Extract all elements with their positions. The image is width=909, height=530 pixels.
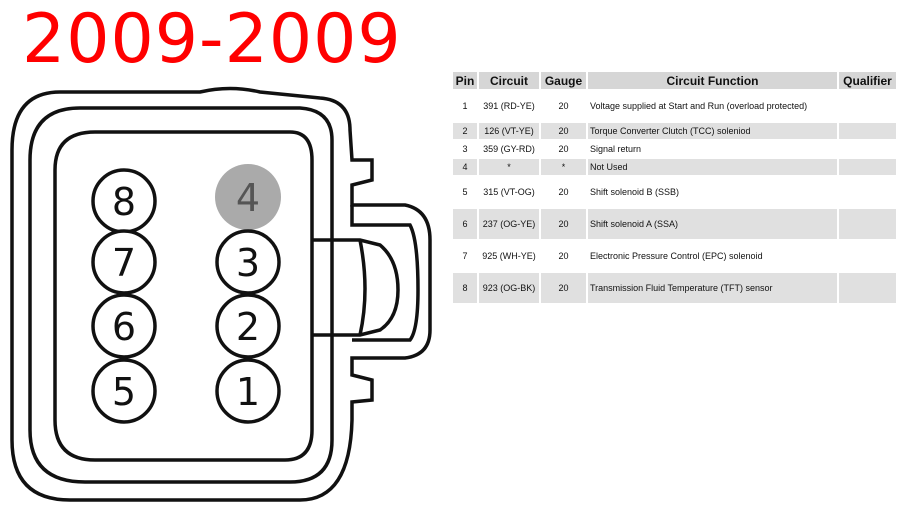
pin-label: 1 (236, 370, 260, 414)
cell-pin: 1 (462, 101, 468, 111)
pin-label: 6 (112, 305, 136, 349)
cell-pin: 4 (453, 159, 477, 175)
pin-1-cavity (215, 358, 281, 424)
cell-qualifier (839, 159, 896, 175)
cell-function: Transmission Fluid Temperature (TFT) sen… (588, 273, 837, 303)
pin-2-cavity (215, 293, 281, 359)
table-row: 5 315 (VT-OG) 20 Shift solenoid B (SSB) (453, 177, 896, 207)
cell-function: Signal return (590, 144, 642, 154)
cell-function (588, 305, 837, 319)
pin-label: 3 (236, 241, 260, 285)
header-gauge: Gauge (541, 72, 586, 89)
cell-qualifier (839, 177, 896, 207)
cell-pin: 3 (462, 144, 468, 154)
cell-circuit: * (479, 159, 539, 175)
pin-label: 7 (112, 241, 136, 285)
pin-5-cavity (91, 358, 157, 424)
table-row: 3 359 (GY-RD) 20 Signal return (453, 141, 896, 157)
cell-pin: 7 (462, 251, 468, 261)
table-row (453, 305, 896, 319)
cell-pin: 5 (462, 187, 468, 197)
cell-qualifier (839, 91, 896, 121)
cell-pin (453, 305, 477, 319)
cell-pin: 2 (453, 123, 477, 139)
cell-qualifier (839, 141, 896, 157)
cell-gauge: * (541, 159, 586, 175)
header-function: Circuit Function (588, 72, 837, 89)
pin-3-cavity (215, 229, 281, 295)
header-pin: Pin (453, 72, 477, 89)
cell-function: Shift solenoid A (SSA) (588, 209, 837, 239)
pin-7-cavity (91, 229, 157, 295)
cell-gauge (541, 305, 586, 319)
cell-function: Torque Converter Clutch (TCC) soleniod (588, 123, 837, 139)
pin-label: 4 (236, 176, 260, 220)
cell-circuit (479, 305, 539, 319)
cell-pin: 6 (453, 209, 477, 239)
pin-6-cavity (91, 293, 157, 359)
cell-circuit: 359 (GY-RD) (483, 144, 535, 154)
pin-label: 2 (236, 305, 260, 349)
cell-pin: 8 (453, 273, 477, 303)
cell-gauge: 20 (541, 209, 586, 239)
cell-gauge: 20 (558, 251, 569, 261)
table-row: 4**Not Used (453, 159, 896, 175)
cell-function: Not Used (588, 159, 837, 175)
cell-qualifier (839, 123, 896, 139)
cell-circuit: 126 (VT-YE) (479, 123, 539, 139)
cell-function: Shift solenoid B (SSB) (590, 187, 680, 197)
cell-circuit: 237 (OG-YE) (479, 209, 539, 239)
connector-diagram: 8 4 7 3 6 2 5 1 (10, 86, 432, 502)
cell-circuit: 923 (OG-BK) (479, 273, 539, 303)
pinout-table: Pin Circuit Gauge Circuit Function Quali… (451, 70, 898, 321)
cell-gauge: 20 (558, 101, 569, 111)
year-range-title: 2009-2009 (22, 0, 402, 79)
cell-function: Voltage supplied at Start and Run (overl… (590, 101, 808, 111)
cell-gauge: 20 (558, 144, 569, 154)
header-circuit: Circuit (479, 72, 539, 89)
cell-qualifier (839, 273, 896, 303)
header-qualifier: Qualifier (839, 72, 896, 89)
table-header: Pin Circuit Gauge Circuit Function Quali… (453, 72, 896, 89)
cell-qualifier (839, 209, 896, 239)
table-row: 7 925 (WH-YE) 20 Electronic Pressure Contro… (453, 241, 896, 271)
pin-4-cavity (215, 164, 281, 230)
pin-label: 5 (112, 370, 136, 414)
cell-function: Electronic Pressure Control (EPC) soleno… (590, 251, 763, 261)
cell-gauge: 20 (541, 273, 586, 303)
pin-label: 8 (112, 180, 136, 224)
table-row: 1 391 (RD-YE) 20 Voltage supplied at Start … (453, 91, 896, 121)
cell-circuit: 315 (VT-OG) (483, 187, 535, 197)
cell-circuit: 391 (RD-YE) (483, 101, 535, 111)
cell-qualifier (839, 305, 896, 319)
cell-circuit: 925 (WH-YE) (482, 251, 536, 261)
cell-gauge: 20 (541, 123, 586, 139)
connector-outline (10, 86, 432, 502)
cell-qualifier (839, 241, 896, 271)
cell-gauge: 20 (558, 187, 569, 197)
